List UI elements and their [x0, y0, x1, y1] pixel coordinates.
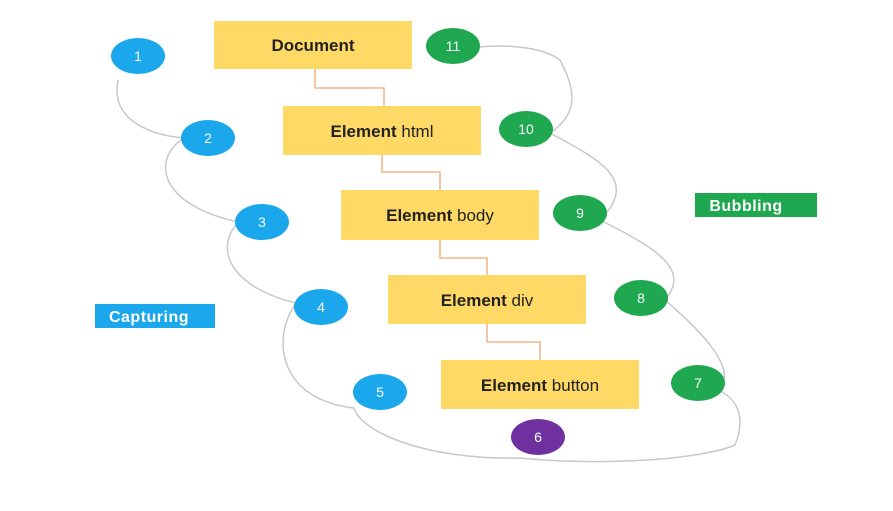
tree-connector: [439, 240, 488, 275]
step-number: 8: [637, 290, 645, 306]
tree-connector: [486, 324, 541, 360]
step-number: 1: [134, 48, 142, 64]
capture-step-5: 5: [353, 374, 407, 410]
node-document: Document: [214, 21, 412, 69]
node-label-rest: button: [547, 376, 599, 395]
tree-connector: [314, 69, 385, 106]
step-number: 5: [376, 384, 384, 400]
bubbling-label: Bubbling: [695, 193, 817, 217]
svg-text:Element body: Element body: [386, 206, 494, 225]
capture-step-2: 2: [181, 120, 235, 156]
node-label-rest: div: [507, 291, 534, 310]
node-element-div: Element div: [388, 275, 586, 324]
tree-connector: [381, 155, 441, 190]
node-element-body: Element body: [341, 190, 539, 240]
bubble-step-9: 9: [553, 195, 607, 231]
bubble-step-7: 7: [671, 365, 725, 401]
svg-text:Document: Document: [271, 36, 354, 55]
bubble-step-11: 11: [426, 28, 480, 64]
node-label-bold: Element: [481, 376, 547, 395]
step-number: 11: [446, 38, 461, 54]
bubbling-label-text: Bubbling: [709, 198, 782, 215]
capture-step-4: 4: [294, 289, 348, 325]
bubble-step-8: 8: [614, 280, 668, 316]
node-label-rest: html: [397, 122, 434, 141]
node-label-bold: Element: [331, 122, 397, 141]
target-step-6: 6: [511, 419, 565, 455]
step-number: 3: [258, 214, 266, 230]
node-label-bold: Element: [441, 291, 507, 310]
svg-text:Element html: Element html: [331, 122, 434, 141]
step-number: 6: [534, 429, 542, 445]
svg-text:Element button: Element button: [481, 376, 599, 395]
step-number: 9: [576, 205, 584, 221]
capturing-label: Capturing: [95, 304, 215, 328]
node-label-bold: Document: [271, 36, 354, 55]
node-element-html: Element html: [283, 106, 481, 155]
step-number: 7: [694, 375, 702, 391]
capture-step-1: 1: [111, 38, 165, 74]
node-label-rest: body: [452, 206, 494, 225]
bubble-step-10: 10: [499, 111, 553, 147]
step-number: 10: [518, 121, 534, 137]
capturing-label-text: Capturing: [109, 309, 189, 326]
svg-text:Element div: Element div: [441, 291, 534, 310]
step-number: 2: [204, 130, 212, 146]
node-label-bold: Element: [386, 206, 452, 225]
node-element-button: Element button: [441, 360, 639, 409]
step-number: 4: [317, 299, 325, 315]
capture-step-3: 3: [235, 204, 289, 240]
